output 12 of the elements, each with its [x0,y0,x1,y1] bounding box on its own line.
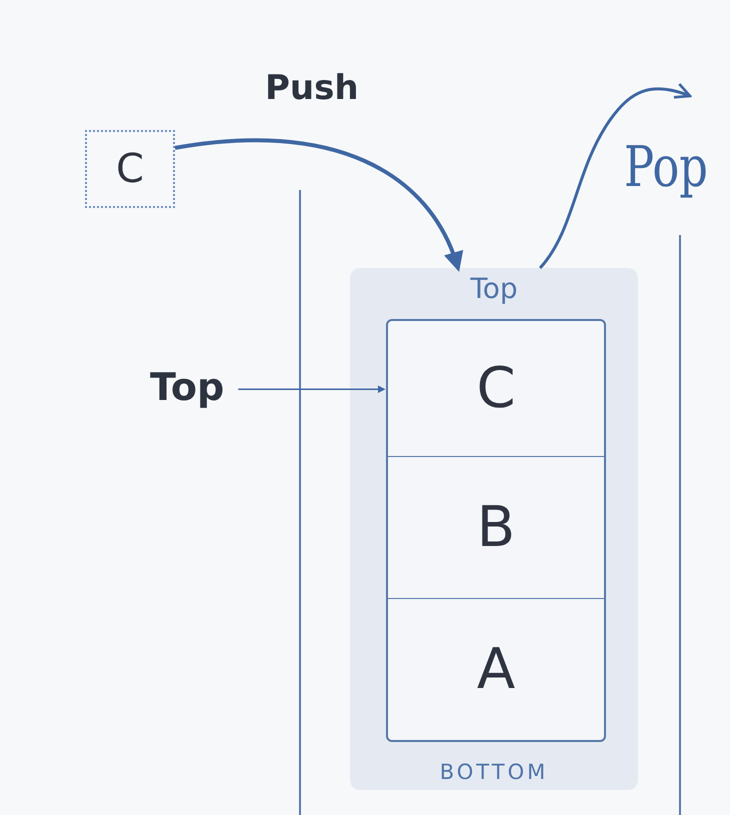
edge-label: Push [265,68,359,108]
stack-cell: C [386,319,606,458]
pending-item-box: C [85,130,175,208]
arrow [538,83,692,269]
arrow [238,385,386,393]
stack-cell: A [386,599,606,742]
stack-panel [350,268,638,790]
stack-cell: B [386,457,606,600]
arrow [174,138,462,272]
stack-top-label: Top [469,272,519,305]
pointer-label: Top [150,365,224,409]
stack-bottom-label: BOTTOM [438,760,550,784]
